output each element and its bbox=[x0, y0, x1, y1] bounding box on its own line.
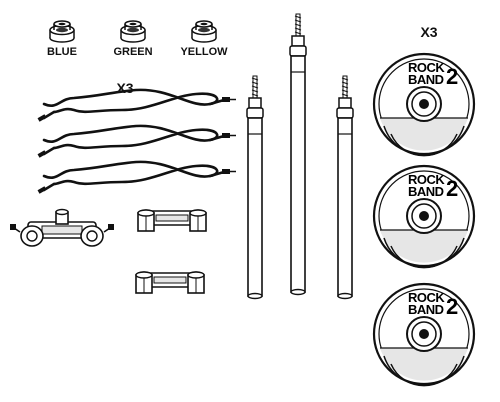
cable-3-icon bbox=[36, 160, 238, 196]
pad-logo-line2: BAND bbox=[408, 302, 444, 317]
pad-logo-number: 2 bbox=[446, 176, 458, 201]
pad-logo-line1: ROCK bbox=[408, 290, 445, 305]
yellow-cap-label: YELLOW bbox=[180, 46, 228, 58]
clamp-small-bottom-icon bbox=[135, 271, 205, 294]
clamp-small-right-icon bbox=[137, 209, 207, 232]
pad-logo-line2: BAND bbox=[408, 72, 444, 87]
cable-2-icon bbox=[36, 124, 238, 160]
drum-pad-2: ROCK BAND 2 bbox=[372, 164, 476, 269]
green-cap-label: GREEN bbox=[113, 46, 153, 58]
cable-1-icon bbox=[36, 88, 238, 124]
pole-center-icon bbox=[289, 13, 307, 296]
pads-quantity-label: X3 bbox=[420, 24, 438, 40]
yellow-cymbal-cap-icon bbox=[191, 20, 217, 43]
pad-logo-line2: BAND bbox=[408, 184, 444, 199]
drum-pad-1: ROCK BAND 2 bbox=[372, 52, 476, 157]
blue-cymbal-cap-icon bbox=[49, 20, 75, 43]
green-cymbal-cap-icon bbox=[120, 20, 146, 43]
pad-logo-line1: ROCK bbox=[408, 172, 445, 187]
pole-right-icon bbox=[336, 75, 354, 300]
pad-logo-number: 2 bbox=[446, 64, 458, 89]
blue-cap-label: BLUE bbox=[47, 46, 77, 58]
pad-logo-line1: ROCK bbox=[408, 60, 445, 75]
clamp-large-left-icon bbox=[9, 208, 115, 247]
drum-pad-3: ROCK BAND 2 bbox=[372, 282, 476, 387]
pole-left-icon bbox=[246, 75, 264, 300]
pad-logo-number: 2 bbox=[446, 294, 458, 319]
